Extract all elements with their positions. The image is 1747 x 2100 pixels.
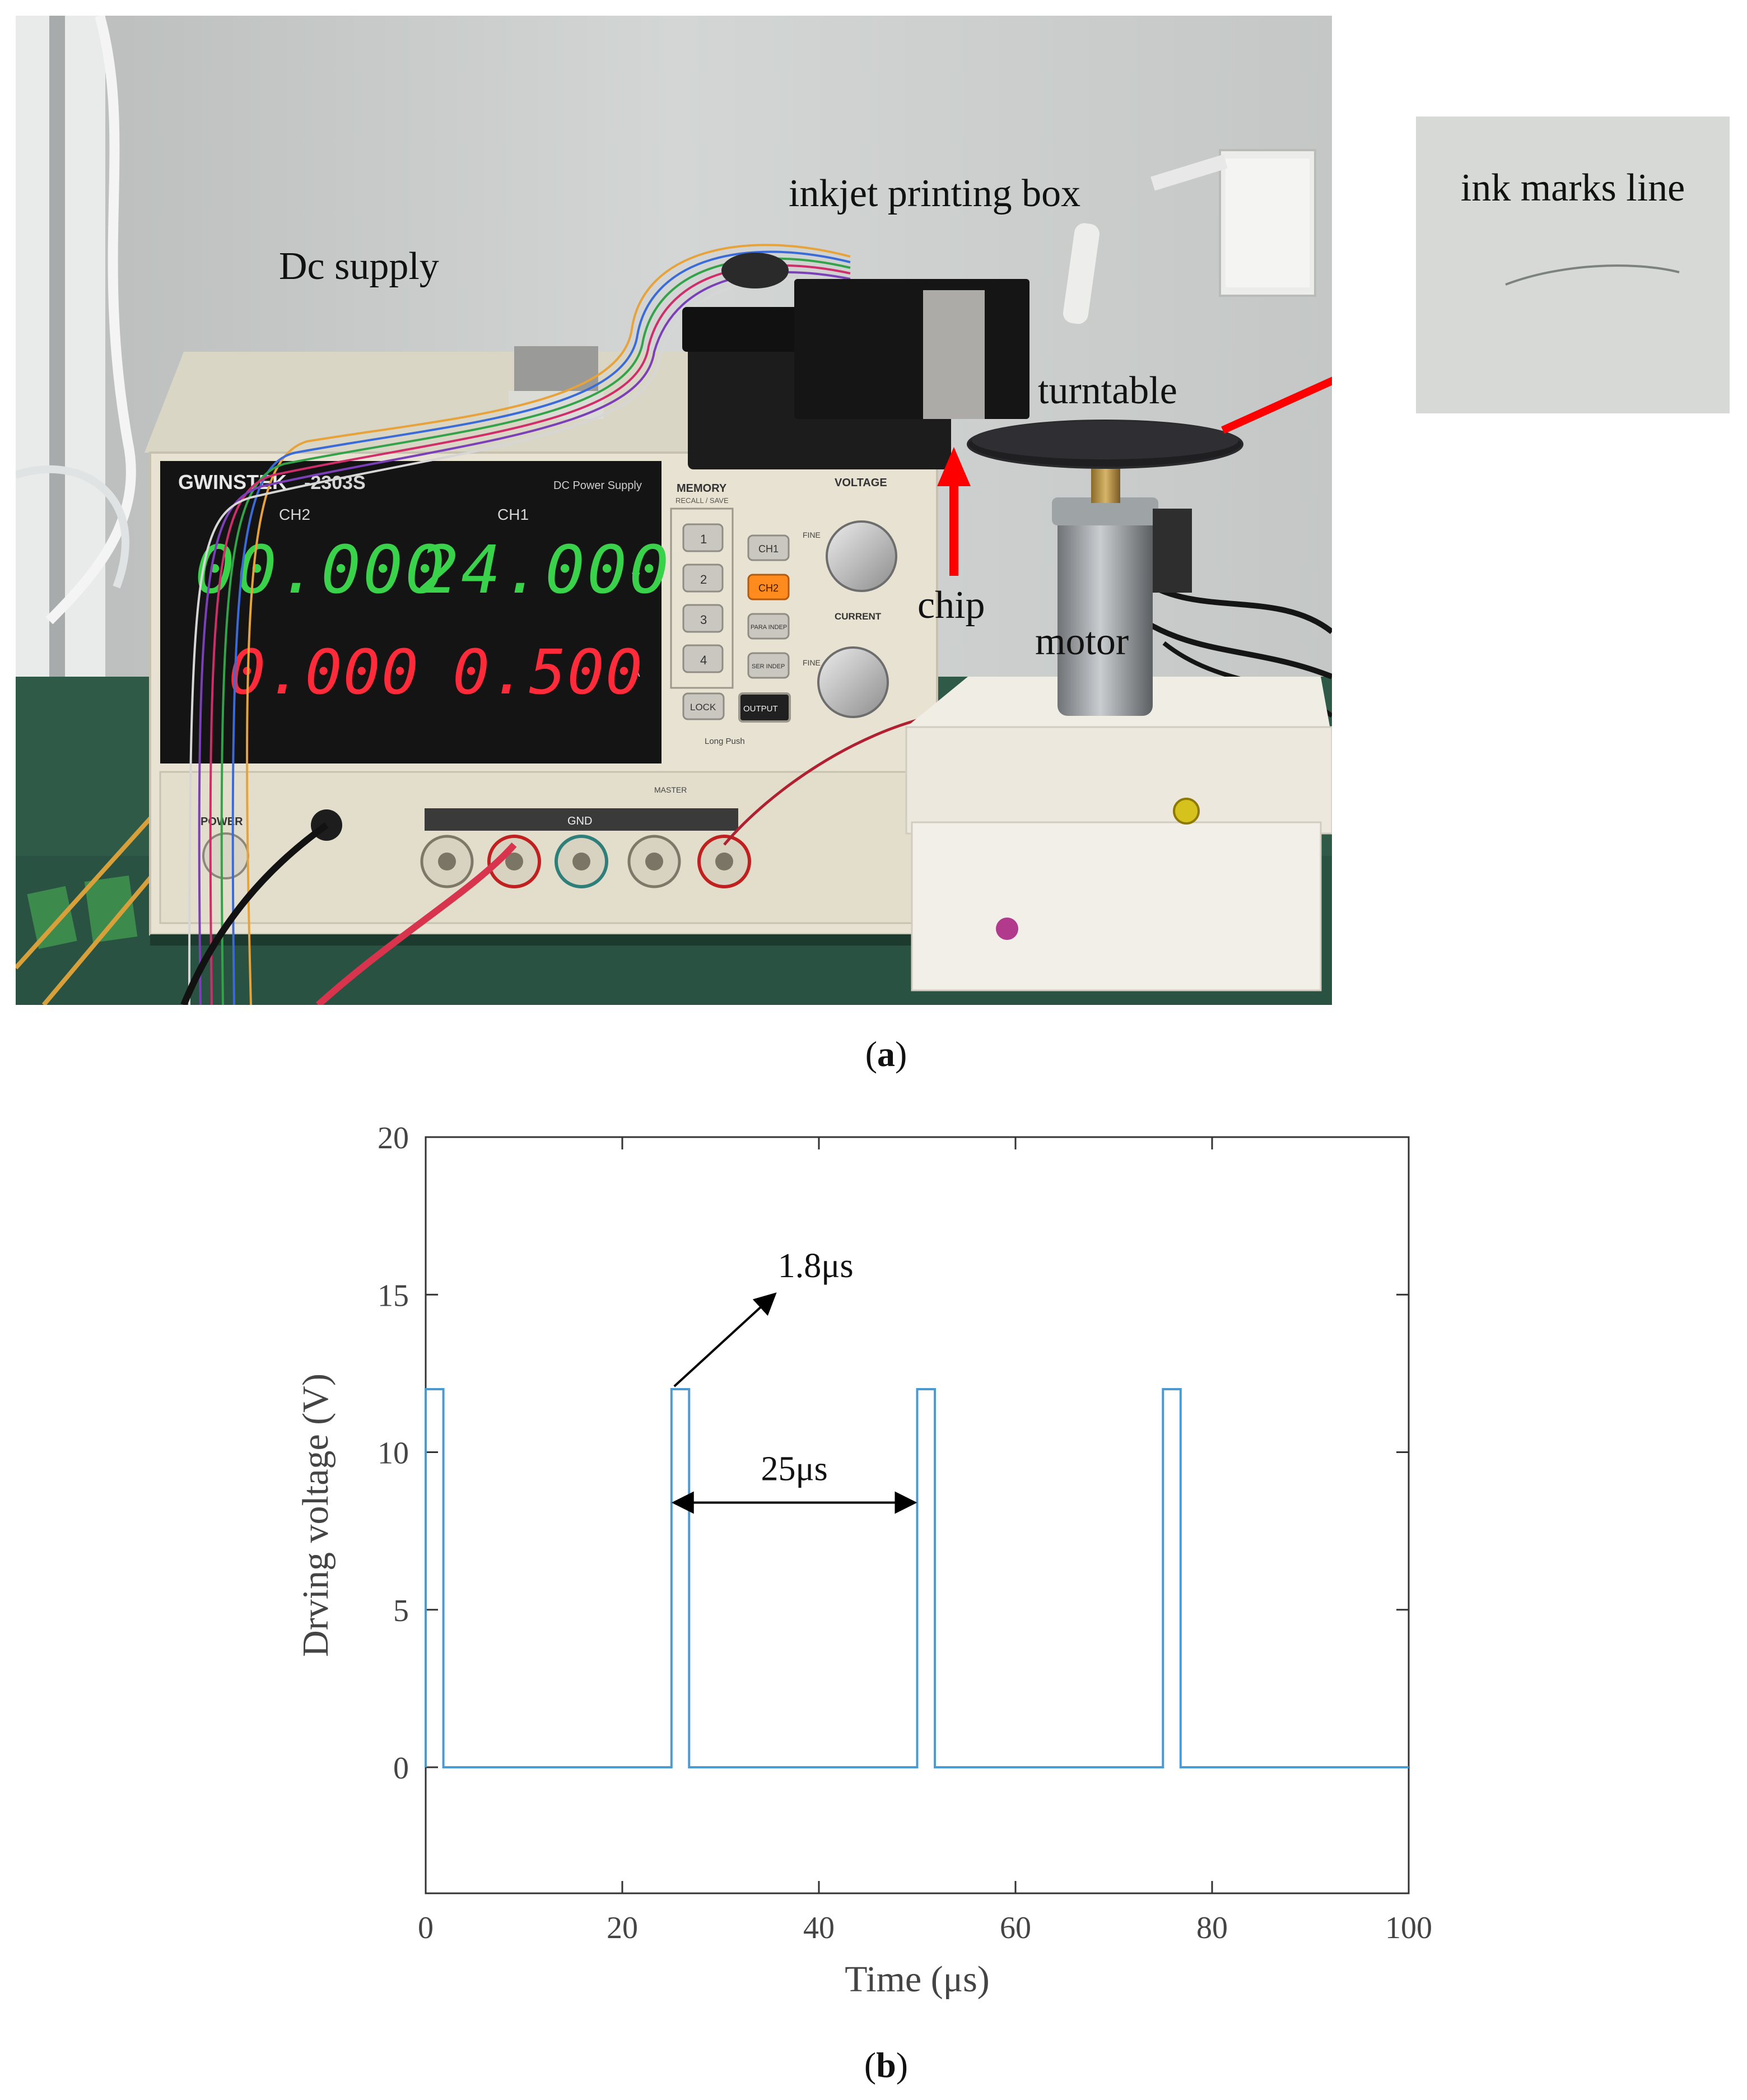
current-knob [817,646,889,718]
memory-label: MEMORY [677,482,727,495]
ch2-label: CH2 [279,506,310,523]
recall-save-label: RECALL / SAVE [675,496,729,505]
voltage-label: VOLTAGE [835,477,887,489]
ink-arrow [1221,376,1332,434]
binding-posts [420,835,751,888]
v-unit: V [632,570,640,584]
inkjet-printing-box [682,253,1029,469]
label-turntable: turntable [1038,369,1177,412]
gnd-label: GND [567,815,592,827]
x-tick-label: 60 [1000,1911,1031,1945]
pulse-width-arrow [673,1292,777,1387]
label-chip: chip [917,584,985,627]
y-tick-label: 15 [378,1278,409,1313]
chart-marks [425,1388,1409,1768]
btn-output: OUTPUT [743,704,778,714]
y-tick-label: 0 [393,1751,409,1786]
btn-ch2: CH2 [758,583,779,594]
y-tick-label: 5 [393,1594,409,1628]
label-motor: motor [1035,620,1129,663]
x-tick-label: 0 [418,1911,434,1945]
mem-button-3: 3 [700,613,707,627]
x-tick-label: 80 [1196,1911,1228,1945]
y-tick-label: 10 [378,1436,409,1471]
label-ink-marks: ink marks line [1461,166,1685,209]
ink-mark-line [1505,264,1680,286]
btn-para: PARA INDEP [751,624,787,631]
a-unit: A [632,665,640,679]
setup-photo-illustration: GWINSTEK -2303S DC Power Supply CH2 CH1 … [16,16,1332,1005]
caption-b: (b) [864,2045,909,2085]
period-label: 25μs [761,1450,827,1488]
psu-subtitle: DC Power Supply [553,479,642,492]
fine-label-1: FINE [803,530,821,539]
pulse-width-label: 1.8μs [778,1247,854,1285]
memory-buttons: 1 2 3 4 [682,523,724,673]
y-axis-label: Drving voltage (V) [295,1373,336,1657]
voltage-knob [826,520,897,592]
label-inkjet-box: inkjet printing box [789,172,1080,215]
mem-button-2: 2 [700,572,707,586]
ribbon-wires [188,244,851,1005]
setup-photo: GWINSTEK -2303S DC Power Supply CH2 CH1 … [16,16,1332,1005]
ch1-voltage-readout: 24.000 [419,531,671,608]
master-label: MASTER [654,785,687,794]
x-tick-label: 40 [803,1911,835,1945]
x-tick-label: 20 [607,1911,638,1945]
fine-label-2: FINE [803,658,821,667]
caption-b-letter: b [876,2045,896,2085]
btn-ch1: CH1 [758,543,779,555]
chart-annotations: 1.8μs 25μs [671,1247,917,1514]
motor [1057,509,1153,716]
btn-lock: LOCK [690,702,716,713]
dc-power-supply: GWINSTEK -2303S DC Power Supply CH2 CH1 … [145,346,938,946]
caption-a-letter: a [877,1034,895,1074]
x-axis-label: Time (μs) [845,1959,990,2000]
pulse-series-line [425,1388,1409,1768]
turntable-assembly [905,420,1332,991]
ch2-current-readout: 0.000 [229,636,420,708]
y-tick-label: 20 [378,1121,409,1156]
ink-marks-inset: ink marks line [1416,117,1730,413]
ch1-label: CH1 [497,506,529,523]
label-dc-supply: Dc supply [279,245,439,288]
mem-button-1: 1 [700,532,707,546]
long-push-label: Long Push [705,737,745,746]
psu-display [160,461,661,763]
x-tick-label: 100 [1385,1911,1432,1945]
ch1-current-readout: 0.500 [453,636,644,708]
current-label: CURRENT [835,611,882,622]
mem-button-4: 4 [700,653,707,667]
btn-ser: SER INDEP [752,663,785,670]
caption-a: (a) [865,1034,907,1074]
